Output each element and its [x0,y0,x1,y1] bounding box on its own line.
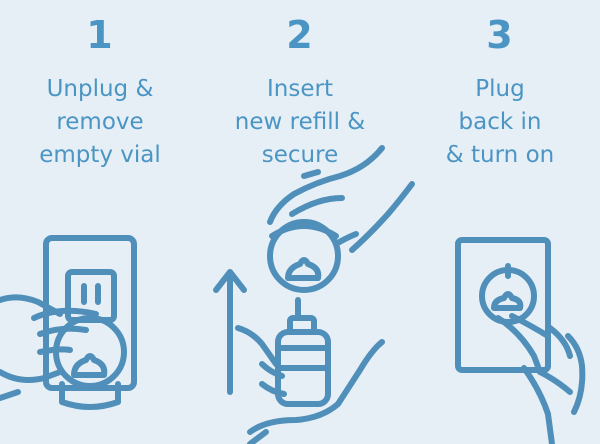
wall-switch-icon [455,237,551,373]
up-arrow-icon [213,269,247,395]
step-caption: Unplug & remove empty vial [0,73,200,172]
caption-line: new refill & [234,109,366,135]
hand-icon [495,313,586,444]
step-caption: Insert new refill & secure [200,73,400,172]
refill-vial-icon [275,297,331,407]
step-caption: Plug back in & turn on [400,73,600,172]
caption-line: secure [261,142,339,168]
caption-line: empty vial [39,142,161,168]
step-number: 2 [286,13,314,57]
hand-icon [235,325,385,444]
caption-line: Plug [475,76,525,102]
step-number: 1 [86,13,114,57]
step-1: 1 Unplug & remove empty vial [0,0,200,172]
step-3: 3 Plug back in & turn on [400,0,600,172]
step-2: 2 Insert new refill & secure [200,0,400,172]
caption-line: Insert [267,76,333,102]
step-number: 3 [486,13,514,57]
caption-line: back in [458,109,542,135]
hand-icon [0,294,99,401]
plugin-device-icon [267,219,341,293]
caption-line: remove [56,109,144,135]
hand-icon [267,145,415,253]
caption-line: Unplug & [46,76,154,102]
caption-line: & turn on [445,142,555,168]
